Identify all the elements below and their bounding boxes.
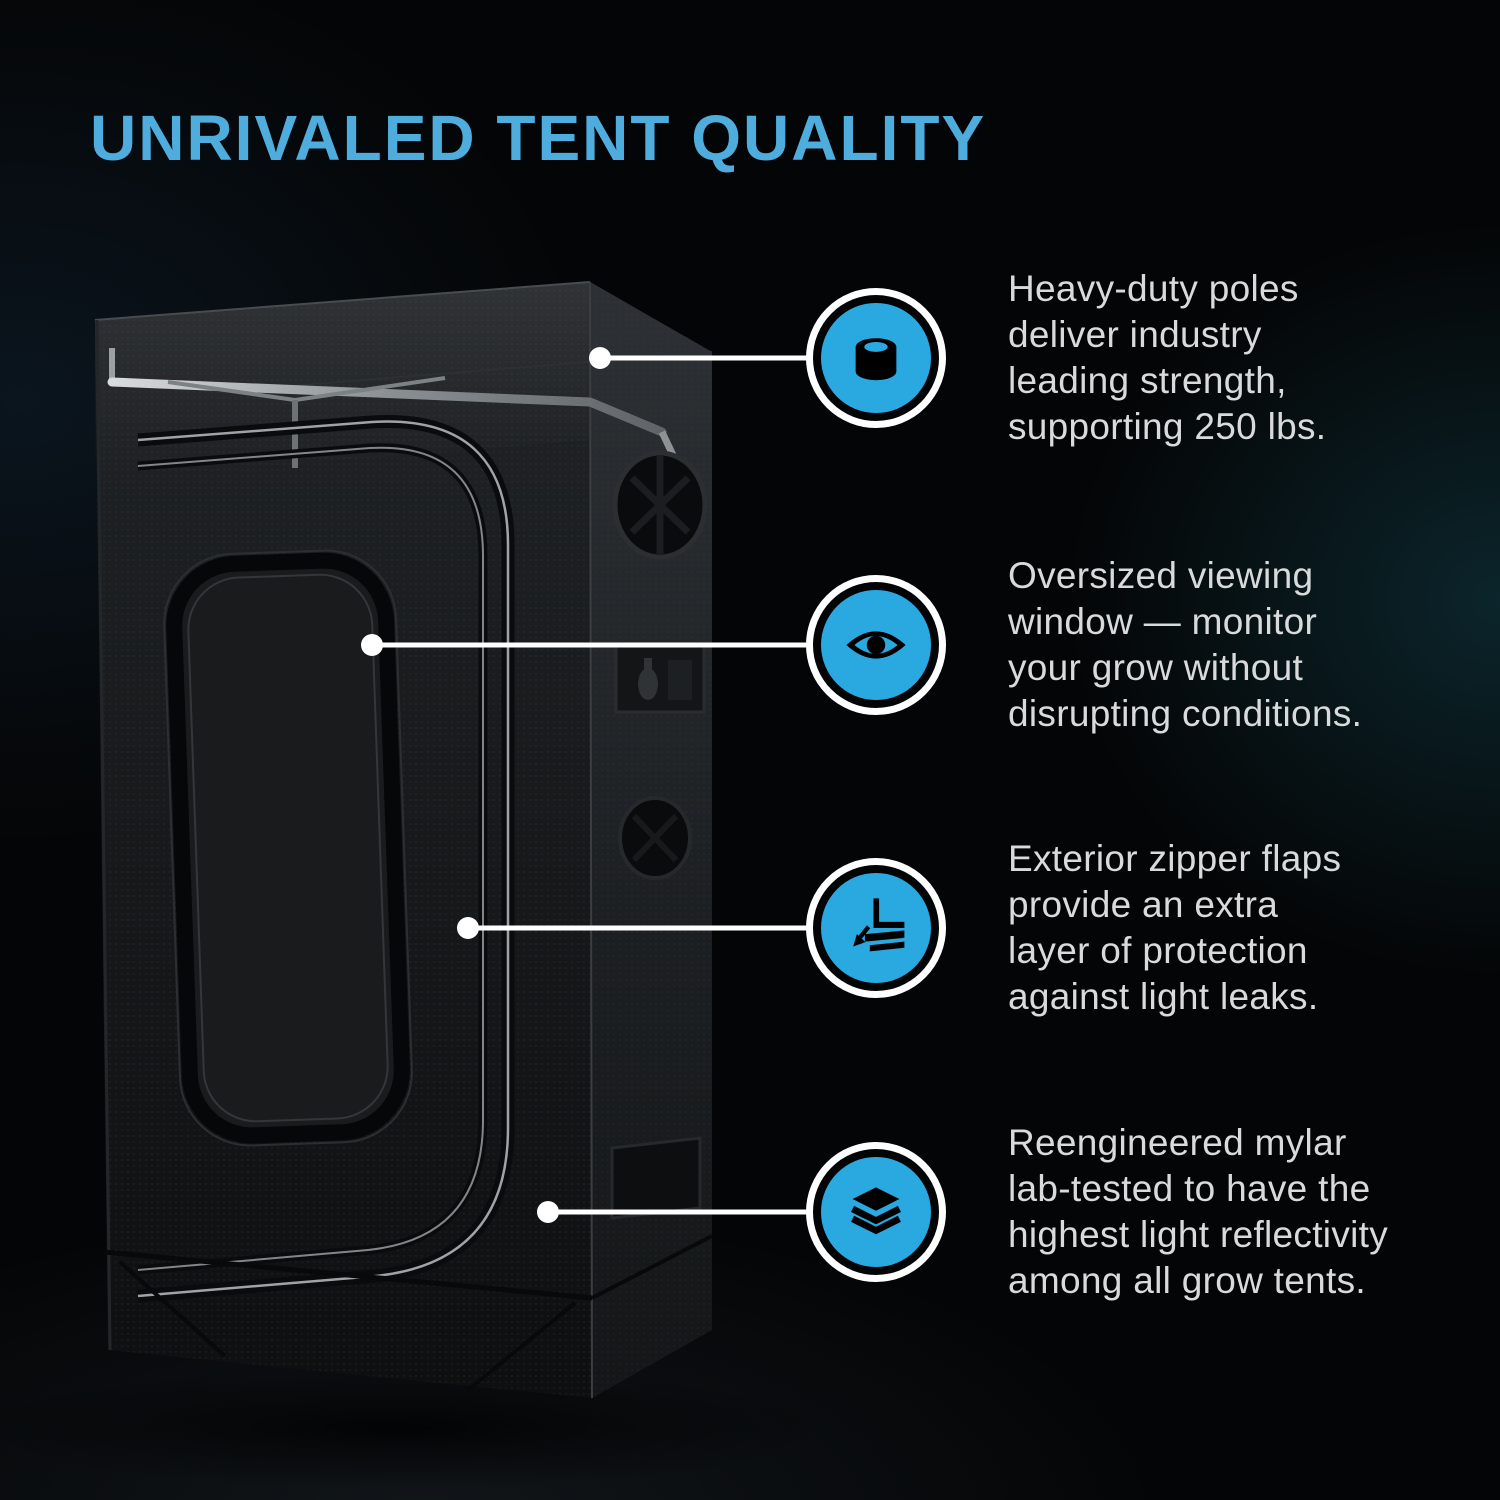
callout-dot-poles	[589, 347, 611, 369]
feature-icon-circle	[806, 1142, 946, 1282]
callout-dot-mylar	[537, 1201, 559, 1223]
layers-icon	[851, 1187, 901, 1235]
feature-icon-disc	[821, 303, 931, 413]
tent-base	[103, 1234, 713, 1392]
feature-row-zipper: Exterior zipper flaps provide an extra l…	[806, 836, 1500, 1020]
tent-edges	[94, 281, 713, 1399]
callout-dot-window	[361, 634, 383, 656]
tent-top-face	[95, 282, 712, 392]
feature-icon-circle	[806, 288, 946, 428]
feature-text-zipper: Exterior zipper flaps provide an extra l…	[1008, 838, 1342, 1017]
door-zipper	[137, 415, 515, 1303]
callout-connectors	[372, 355, 820, 1215]
feature-row-mylar: Reengineered mylar lab-tested to have th…	[806, 1120, 1500, 1304]
feature-icon-circle	[806, 575, 946, 715]
feature-icon-disc	[821, 1157, 931, 1267]
feature-text-window: Oversized viewing window — monitor your …	[1008, 555, 1363, 734]
duct-port-top	[612, 450, 708, 560]
support-pole	[107, 348, 684, 472]
callout-dots	[361, 347, 611, 1223]
side-vent-window	[614, 644, 706, 714]
feature-icon-disc	[821, 873, 931, 983]
feature-icon-disc	[821, 590, 931, 700]
tent-front-face	[95, 282, 592, 1398]
feature-row-poles: Heavy-duty poles deliver industry leadin…	[806, 266, 1500, 450]
duct-port-bottom	[618, 796, 692, 880]
zipper-flap-icon	[853, 898, 905, 952]
feature-text-poles: Heavy-duty poles deliver industry leadin…	[1008, 268, 1327, 447]
feature-icon-circle	[806, 858, 946, 998]
tent-side-face	[590, 282, 712, 1398]
top-sheen	[95, 282, 590, 480]
side-lower-vent	[610, 1136, 702, 1220]
tent-floor-shadow	[0, 1366, 840, 1490]
viewing-window	[163, 549, 413, 1147]
feature-text-mylar: Reengineered mylar lab-tested to have th…	[1008, 1122, 1389, 1301]
feature-row-window: Oversized viewing window — monitor your …	[806, 553, 1500, 737]
front-fabric-texture	[95, 282, 592, 1398]
eye-icon	[846, 631, 906, 659]
side-fabric-texture	[590, 282, 712, 1398]
page-title: UNRIVALED TENT QUALITY	[90, 102, 987, 174]
callout-dot-zipper	[457, 917, 479, 939]
pole-icon	[855, 338, 897, 381]
